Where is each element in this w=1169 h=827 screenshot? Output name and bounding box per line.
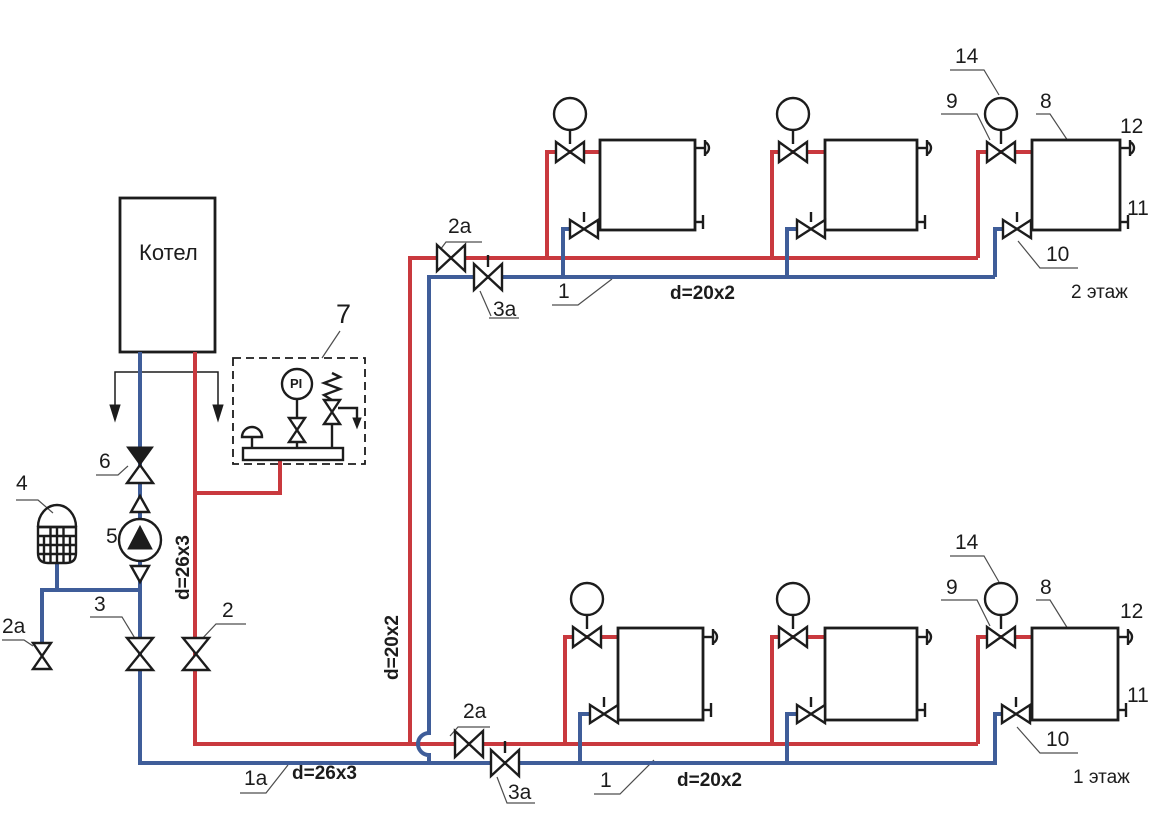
radiator	[569, 581, 719, 725]
thermostatic-valve-icon	[552, 96, 588, 164]
pipe-dim-label: d=20x2	[670, 283, 735, 304]
thermostatic-valve-icon	[775, 96, 811, 164]
callout-3: 3	[94, 593, 106, 616]
thermostatic-valve-icon	[569, 581, 605, 649]
callout-1: 1	[600, 769, 612, 792]
callout-1: 1	[558, 280, 570, 303]
callout-2a: 2a	[463, 700, 487, 723]
callout-2a: 2a	[2, 615, 26, 638]
shutoff-valve-icon	[453, 729, 485, 759]
callout-2a: 2a	[448, 215, 472, 238]
balancing-valve-icon	[489, 739, 521, 778]
fill-valve-icon	[125, 445, 155, 485]
check-valve-icon	[129, 494, 151, 514]
pressure-gauge-icon	[280, 367, 314, 448]
lockshield-valve-icon	[795, 695, 827, 725]
expansion-tank-icon	[36, 503, 78, 565]
radiator	[983, 96, 1136, 240]
branch-valves	[435, 243, 521, 778]
shutoff-valve-icon	[125, 636, 155, 672]
floor-1-label: 1 этаж	[1073, 767, 1130, 788]
air-vent-icon	[701, 627, 719, 647]
radiator	[775, 96, 933, 240]
flow-direction-arrows	[109, 371, 224, 423]
pipe-dim-label: d=26x3	[173, 535, 194, 600]
callout-12: 12	[1120, 600, 1144, 623]
check-valve-icon	[129, 564, 151, 584]
callout-7: 7	[336, 299, 352, 329]
thermostatic-valve-icon	[983, 581, 1019, 649]
callout-1a: 1a	[244, 767, 268, 790]
callout-12: 12	[1120, 115, 1144, 138]
air-vent-icon	[915, 627, 933, 647]
shutoff-valve-icon	[435, 243, 467, 273]
lockshield-valve-icon	[588, 695, 620, 725]
circulation-pump-icon	[117, 517, 163, 563]
lockshield-valve-icon	[568, 210, 600, 240]
air-vent-icon	[1116, 627, 1134, 647]
callout-14: 14	[955, 45, 979, 68]
floor-2-label: 2 этаж	[1071, 282, 1128, 303]
balancing-valve-icon	[472, 253, 504, 292]
air-vent-icon	[1118, 138, 1136, 158]
callout-10: 10	[1046, 243, 1070, 266]
lockshield-valve-icon	[1001, 210, 1033, 240]
callout-14: 14	[955, 531, 979, 554]
lockshield-valve-icon	[1000, 695, 1032, 725]
callout-8: 8	[1040, 90, 1052, 113]
manifold-bar	[241, 446, 345, 462]
air-vent-icon	[240, 425, 264, 448]
callout-10: 10	[1046, 728, 1070, 751]
safety-relief-valve-icon	[320, 371, 362, 448]
callout-11: 11	[1127, 684, 1149, 707]
callout-2: 2	[222, 599, 234, 622]
callout-5: 5	[106, 525, 118, 548]
air-vent-icon	[915, 138, 933, 158]
drain-valve-icon	[31, 641, 53, 671]
callout-4: 4	[16, 472, 28, 495]
callout-3a: 3a	[508, 781, 532, 804]
lockshield-valve-icon	[795, 210, 827, 240]
callout-9: 9	[946, 576, 958, 599]
radiators-floor-2	[552, 96, 1136, 240]
shutoff-valve-icon	[181, 636, 211, 672]
callout-8: 8	[1040, 576, 1052, 599]
callout-leader-lines	[2, 69, 1078, 804]
pipe-dim-label: d=20x2	[382, 615, 403, 680]
thermostatic-valve-icon	[775, 581, 811, 649]
pipe-dim-label: d=26x3	[292, 763, 357, 784]
radiators-floor-1	[569, 581, 1134, 725]
safety-group	[232, 357, 366, 465]
radiator	[552, 96, 711, 240]
callout-9: 9	[946, 90, 958, 113]
callout-11: 11	[1127, 197, 1149, 220]
pipe-dim-label: d=20x2	[677, 770, 742, 791]
callout-6: 6	[99, 450, 111, 473]
boiler-label: Котел	[139, 240, 198, 265]
air-vent-icon	[693, 138, 711, 158]
radiator	[775, 581, 933, 725]
callout-3a: 3a	[493, 298, 517, 321]
thermostatic-valve-icon	[983, 96, 1019, 164]
radiator	[983, 581, 1134, 725]
gauge-label: PI	[290, 376, 303, 391]
boiler	[118, 196, 217, 354]
